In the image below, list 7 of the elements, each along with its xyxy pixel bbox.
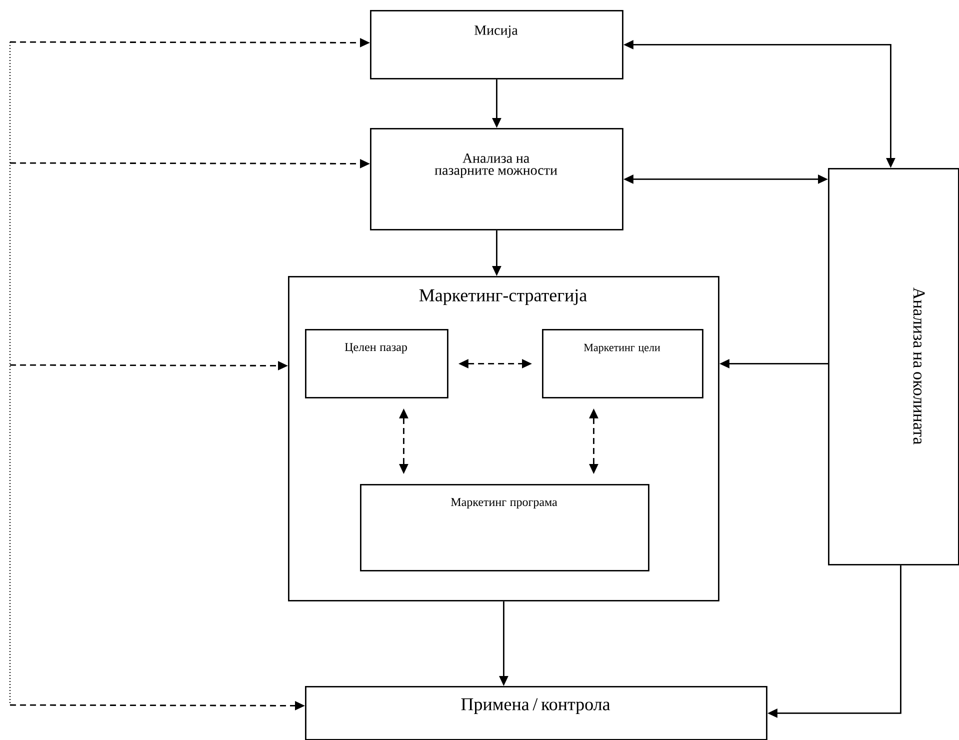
- process-box: Маркетинг цели: [542, 329, 704, 398]
- process-box: Примена / контрола: [305, 686, 768, 740]
- process-box: Анализа на околината: [828, 168, 959, 566]
- process-box: Целен пазар: [305, 329, 448, 398]
- process-box: Анализа на пазарните можности: [370, 128, 624, 230]
- process-box: Маркетинг програма: [360, 484, 650, 572]
- process-box: Мисија: [370, 10, 624, 80]
